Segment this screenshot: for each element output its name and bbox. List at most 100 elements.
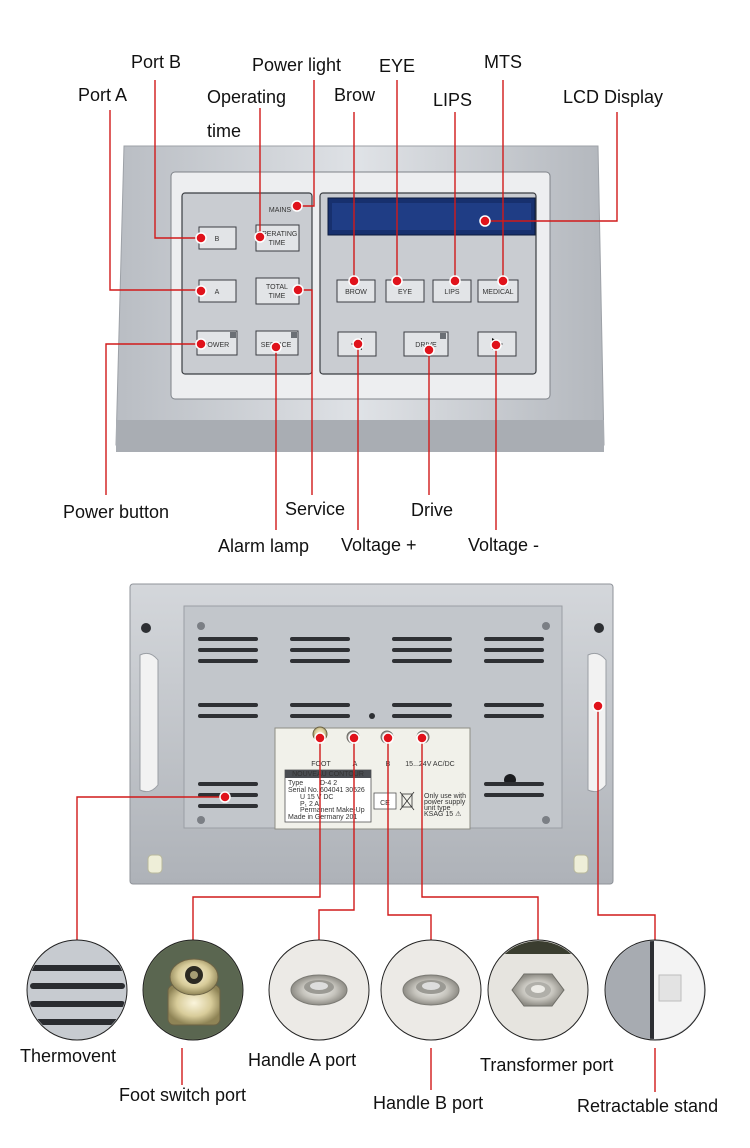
alarm-indicator xyxy=(291,332,297,338)
foot-top-right xyxy=(594,623,604,633)
detail-thermovent xyxy=(26,939,128,1041)
screw-top-left xyxy=(197,622,205,630)
port-b-button-text: B xyxy=(215,236,220,243)
medical-button-text: MEDICAL xyxy=(482,289,513,296)
back-dots xyxy=(219,700,604,803)
label-voltage-minus: Voltage - xyxy=(468,535,540,555)
leader-foot-switch xyxy=(192,738,321,940)
label-thermovent: Thermovent xyxy=(20,1046,117,1066)
serial-label: Serial No. xyxy=(288,787,319,794)
dot-lips xyxy=(449,275,461,287)
type-label: Type xyxy=(288,780,303,787)
dot-stand xyxy=(592,700,604,712)
brand-bar xyxy=(285,770,371,778)
detail-transformer xyxy=(487,939,589,1041)
drive-indicator xyxy=(440,333,446,339)
spec-table xyxy=(284,769,372,823)
label-handle-a-port: Handle A port xyxy=(248,1050,357,1070)
pmu-line: Permanent Make-Up xyxy=(300,807,365,814)
front-dots xyxy=(195,200,509,356)
right-button-group xyxy=(319,192,537,375)
dot-brow xyxy=(348,275,360,287)
port-label-a: A xyxy=(353,761,358,768)
mains-text: MAINS xyxy=(269,207,292,214)
eye-button-text: EYE xyxy=(398,289,412,296)
dot-lcd xyxy=(479,215,491,227)
brand-text: NOUVEAU CONTOUR xyxy=(292,771,364,778)
dot-mts xyxy=(497,275,509,287)
lcd-screen xyxy=(332,203,531,230)
leader-port-a xyxy=(109,110,199,291)
operating-time-text-1: OPERATING xyxy=(257,231,298,238)
dot-eye xyxy=(391,275,403,287)
port-label-foot: FOOT xyxy=(311,761,331,768)
weee-bin-icon xyxy=(399,791,415,811)
dot-power-button xyxy=(195,338,207,350)
dot-transformer xyxy=(416,732,428,744)
leader-handle-b xyxy=(387,738,432,940)
rubber-foot-left xyxy=(147,854,163,874)
brow-button-text: BROW xyxy=(345,289,367,296)
total-time-text-2: TIME xyxy=(269,293,286,300)
ce-box xyxy=(373,792,397,810)
made-in-line: Made in Germany 201 xyxy=(288,814,357,821)
leader-lcd xyxy=(485,112,618,222)
voltage-line: U 15 V DC xyxy=(300,794,333,801)
power-line: P₁ 2 A xyxy=(300,801,319,808)
dot-operating-time xyxy=(254,231,266,243)
dot-alarm-lamp xyxy=(270,341,282,353)
lips-button-text: LIPS xyxy=(444,289,460,296)
label-power-button: Power button xyxy=(63,502,170,522)
detail-stand xyxy=(604,939,706,1041)
note-line-1: Only use with xyxy=(424,793,466,800)
leader-handle-a xyxy=(318,738,355,940)
detail-handle-a xyxy=(268,939,370,1041)
detail-foot-switch xyxy=(142,939,244,1041)
center-hole xyxy=(369,713,375,719)
dot-handle-a xyxy=(348,732,360,744)
label-drive: Drive xyxy=(411,500,454,520)
note-line-3: unit type xyxy=(424,805,451,812)
serial-value: 604041 30526 xyxy=(320,787,365,794)
label-port-b: Port B xyxy=(131,52,182,72)
detail-handle-b xyxy=(380,939,482,1041)
label-brow: Brow xyxy=(334,85,376,105)
dot-port-a xyxy=(195,285,207,297)
label-port-a: Port A xyxy=(78,85,128,105)
label-foot-switch-port: Foot switch port xyxy=(119,1085,247,1105)
label-lcd-display: LCD Display xyxy=(563,87,664,107)
label-eye: EYE xyxy=(379,56,416,76)
front-housing-base xyxy=(116,420,604,452)
power-indicator xyxy=(230,332,236,338)
screw-bottom-right xyxy=(542,816,550,824)
label-time: time xyxy=(207,121,242,141)
label-retractable-stand: Retractable stand xyxy=(577,1096,719,1116)
stand-left xyxy=(139,652,159,793)
dot-voltage-plus xyxy=(352,338,364,350)
back-device: FOOT A B 15...24V AC/DC NOUVEAU CONTOUR … xyxy=(129,583,614,885)
label-service: Service xyxy=(285,499,346,519)
label-lips: LIPS xyxy=(433,90,473,110)
foot-top-left xyxy=(141,623,151,633)
port-a-button-text: A xyxy=(215,289,220,296)
dot-drive xyxy=(423,344,435,356)
dot-power-light xyxy=(291,200,303,212)
label-voltage-plus: Voltage + xyxy=(341,535,417,555)
label-alarm-lamp: Alarm lamp xyxy=(218,536,310,556)
leader-stand xyxy=(597,706,656,940)
operating-time-text-2: TIME xyxy=(269,240,286,247)
dot-voltage-minus xyxy=(490,339,502,351)
type-value: D-4 2 xyxy=(320,780,337,787)
dot-thermovent xyxy=(219,791,231,803)
screw-bottom-left xyxy=(197,816,205,824)
dot-port-b xyxy=(195,232,207,244)
label-transformer-port: Transformer port xyxy=(480,1055,614,1075)
label-power-light: Power light xyxy=(252,55,342,75)
rubber-foot-right xyxy=(573,854,589,874)
front-device: MAINS B OPERATING TIME A TOTAL TIME POWE… xyxy=(115,145,605,452)
dot-handle-b xyxy=(382,732,394,744)
label-operating: Operating xyxy=(207,87,287,107)
leader-port-b xyxy=(154,80,200,239)
ce-mark: CE xyxy=(380,800,390,807)
